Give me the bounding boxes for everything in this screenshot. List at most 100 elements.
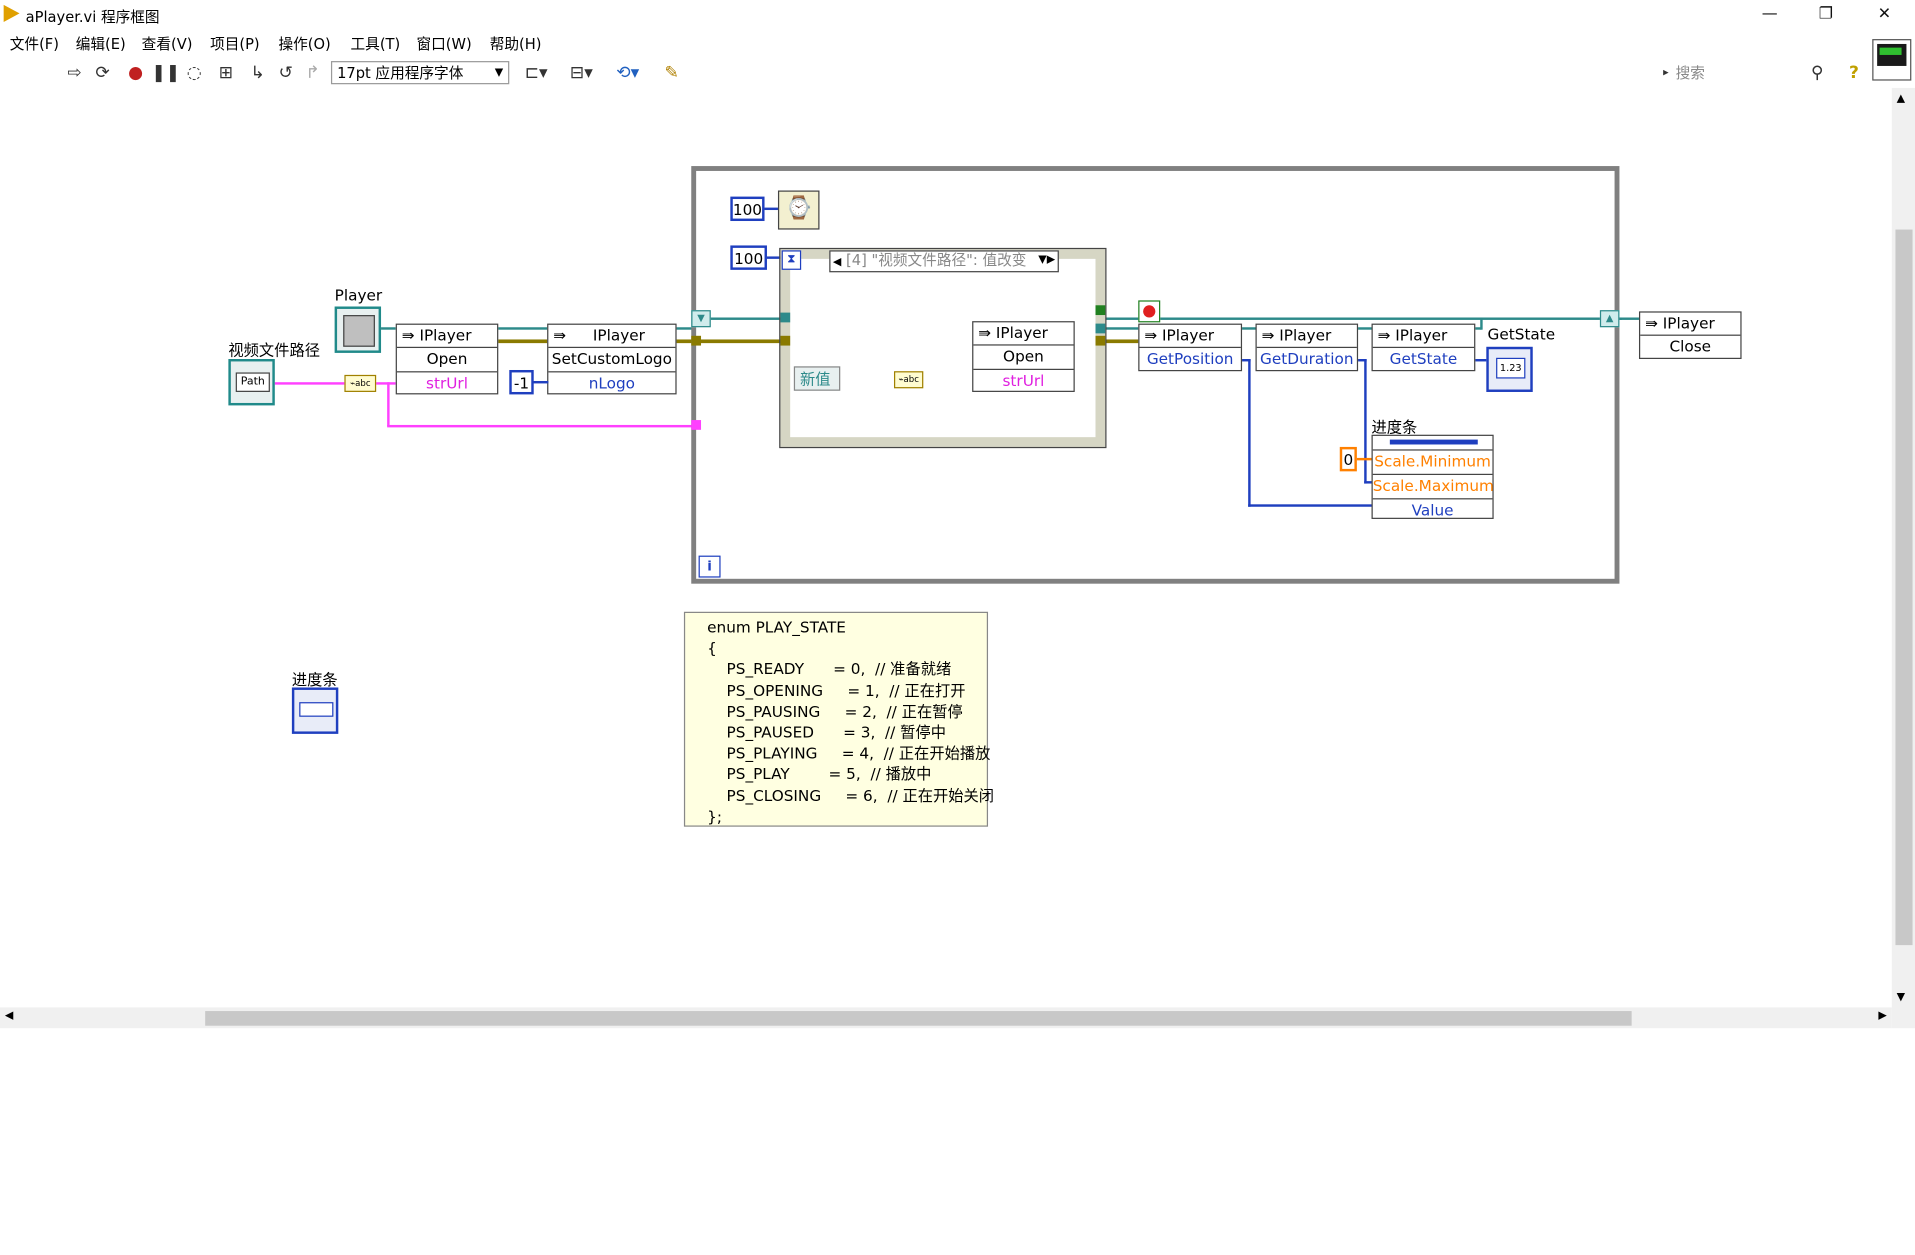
method-getduration[interactable]: GetDuration (1260, 349, 1354, 368)
wire-string-to-loop[interactable] (387, 424, 695, 428)
wire-ref-2[interactable] (497, 327, 549, 330)
cleanup-diagram-icon[interactable]: ✎ (664, 63, 679, 84)
wire-ref-event[interactable] (1072, 327, 1140, 330)
close-button[interactable]: ✕ (1877, 4, 1892, 24)
reorder-icon[interactable]: ⟲▾ (616, 63, 640, 84)
wire-state[interactable] (1474, 359, 1489, 362)
wire-dur-1[interactable] (1356, 359, 1367, 362)
method-getstate[interactable]: GetState (1389, 349, 1458, 368)
invoke-node-getposition[interactable]: ⇛ IPlayer GetPosition (1138, 323, 1243, 372)
method-getposition[interactable]: GetPosition (1146, 349, 1234, 368)
shift-register-left[interactable]: ▼ (691, 310, 711, 328)
min-constant[interactable]: 0 (1339, 446, 1357, 472)
wire-ref-close[interactable] (1617, 317, 1639, 320)
wire-ref-5[interactable] (1356, 327, 1372, 330)
param-strurl[interactable]: strUrl (426, 373, 468, 392)
search-input[interactable]: 搜索 (1675, 64, 1705, 82)
search-icon[interactable]: ⚲ (1811, 63, 1824, 84)
font-select[interactable]: 17pt 应用程序字体▼ (330, 61, 510, 85)
wire-timeout[interactable] (762, 256, 781, 259)
abort-icon[interactable]: ● (128, 63, 144, 84)
path-to-string-node[interactable]: ⌁abc (344, 374, 377, 392)
invoke-node-getduration[interactable]: ⇛ IPlayer GetDuration (1255, 323, 1359, 372)
wire-logo[interactable] (532, 380, 549, 384)
wire-min[interactable] (1355, 457, 1373, 461)
event-case-selector[interactable]: ◀ [4] "视频文件路径": 值改变 ▼▶ (829, 250, 1059, 273)
wire-ref-1[interactable] (379, 327, 396, 330)
menu-edit[interactable]: 编辑(E) (75, 35, 126, 53)
menu-operate[interactable]: 操作(O) (278, 35, 331, 53)
menu-file[interactable]: 文件(F) (9, 35, 59, 53)
restore-button[interactable]: ❐ (1818, 4, 1833, 24)
prop-scale-maximum[interactable]: Scale.Maximum (1372, 475, 1494, 500)
menu-help[interactable]: 帮助(H) (489, 35, 542, 53)
wire-error-3[interactable] (1072, 339, 1140, 344)
menu-project[interactable]: 项目(P) (210, 35, 260, 53)
timeout-terminal-icon[interactable]: ⧗ (781, 250, 802, 270)
wire-wait[interactable] (762, 207, 780, 211)
shift-register-right[interactable]: ▲ (1599, 310, 1620, 328)
wire-pos-3[interactable] (1248, 504, 1373, 507)
param-nlogo[interactable]: nLogo (588, 373, 636, 392)
method-open-2[interactable]: Open (973, 346, 1074, 370)
wire-ref-7[interactable] (1480, 317, 1483, 330)
distribute-objects-icon[interactable]: ⊟▾ (569, 63, 593, 84)
run-continuously-icon[interactable]: ⟳ (95, 63, 110, 84)
wait-ms-constant[interactable]: 100 (730, 196, 765, 222)
path-control-terminal[interactable]: Path (228, 359, 275, 406)
scroll-down-icon[interactable]: ▼ (1896, 991, 1906, 1004)
error-tunnel-in[interactable] (691, 335, 702, 346)
new-value-node[interactable]: 新值 (793, 366, 841, 391)
ref-tunnel-event-in[interactable] (780, 312, 791, 323)
stop-condition-terminal[interactable] (1138, 300, 1161, 323)
invoke-node-getstate[interactable]: ⇛ IPlayer GetState (1371, 323, 1476, 372)
invoke-node-open-2[interactable]: ⇛ IPlayer Open strUrl (972, 321, 1075, 392)
retain-wire-values-icon[interactable]: ⊞ (218, 63, 234, 84)
step-over-icon[interactable]: ↺ (278, 63, 293, 84)
case-next-icon[interactable]: ▼▶ (1038, 253, 1056, 267)
scroll-left-icon[interactable]: ◀ (4, 1009, 14, 1023)
invoke-node-close[interactable]: ⇛ IPlayer Close (1638, 311, 1742, 360)
prop-value[interactable]: Value (1411, 500, 1454, 519)
align-objects-icon[interactable]: ⊏▾ (524, 63, 548, 84)
case-prev-icon[interactable]: ◀ (832, 256, 842, 269)
method-setcustomlogo[interactable]: SetCustomLogo (548, 348, 676, 373)
loop-iteration-terminal[interactable]: i (698, 555, 721, 578)
getstate-numeric-indicator[interactable]: 1.23 (1486, 346, 1533, 392)
stop-tunnel[interactable] (1095, 305, 1106, 316)
wire-string[interactable] (373, 382, 396, 385)
param-strurl-2[interactable]: strUrl (1002, 371, 1045, 390)
highlight-execution-icon[interactable]: ◌ (186, 63, 202, 84)
minimize-button[interactable]: — (1761, 4, 1778, 24)
string-tunnel-in[interactable] (691, 420, 702, 430)
method-open[interactable]: Open (396, 348, 498, 373)
method-close[interactable]: Close (1669, 337, 1712, 356)
menu-view[interactable]: 查看(V) (141, 35, 193, 53)
pause-icon[interactable]: ❚❚ (151, 63, 181, 84)
invoke-node-open[interactable]: ⇛ IPlayer Open strUrl (395, 323, 499, 395)
wire-ref-4[interactable] (1240, 327, 1256, 330)
wire-string-branch[interactable] (387, 382, 390, 427)
menu-tools[interactable]: 工具(T) (350, 35, 401, 53)
wire-dur-2[interactable] (1364, 359, 1367, 484)
ref-tunnel-event-out[interactable] (1095, 323, 1106, 334)
vertical-scroll-thumb[interactable] (1895, 229, 1913, 946)
step-into-icon[interactable]: ↳ (250, 63, 265, 84)
progress-bar-terminal[interactable] (291, 687, 339, 734)
wire-ref-6[interactable] (1474, 327, 1482, 330)
wire-path[interactable] (273, 382, 345, 385)
prop-scale-minimum[interactable]: Scale.Minimum (1372, 451, 1493, 476)
step-out-icon[interactable]: ↱ (305, 63, 320, 84)
search-expand-icon[interactable]: ▸ (1663, 67, 1669, 80)
error-tunnel-event-out[interactable] (1095, 335, 1106, 346)
scroll-right-icon[interactable]: ▶ (1878, 1009, 1887, 1023)
wait-timer-icon[interactable]: ⌚ (777, 190, 820, 230)
wire-dur-3[interactable] (1364, 481, 1373, 484)
player-activex-terminal[interactable] (334, 306, 382, 353)
menu-window[interactable]: 窗口(W) (416, 35, 472, 53)
timeout-constant[interactable]: 100 (730, 245, 767, 270)
property-node-progress[interactable]: Scale.Minimum Scale.Maximum Value (1371, 434, 1494, 519)
invoke-node-setcustomlogo[interactable]: ⇛ IPlayer SetCustomLogo nLogo (547, 323, 677, 395)
wire-ref-3[interactable] (675, 327, 694, 330)
scroll-up-icon[interactable]: ▲ (1896, 92, 1906, 106)
